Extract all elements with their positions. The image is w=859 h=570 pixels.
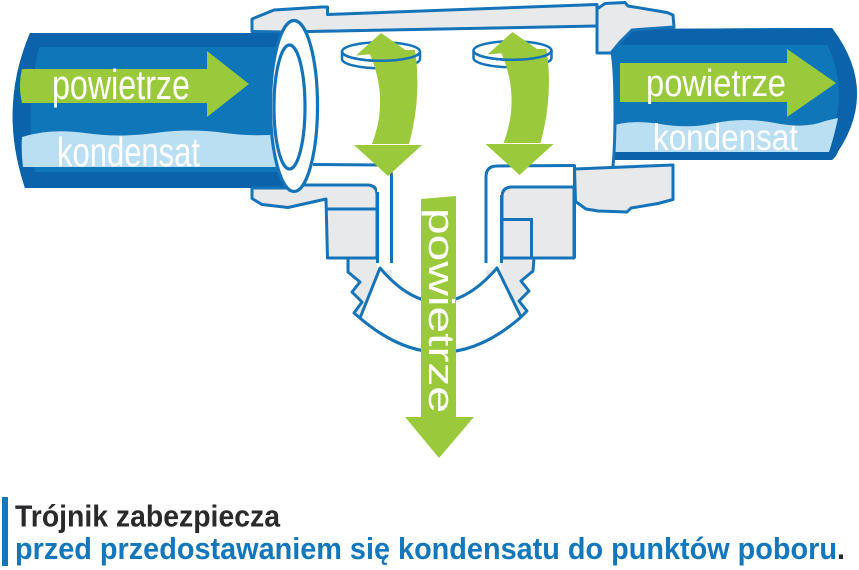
svg-text:powietrze: powietrze <box>646 63 786 105</box>
svg-text:powietrze: powietrze <box>421 208 462 413</box>
svg-text:kondensat: kondensat <box>57 129 200 175</box>
svg-text:powietrze: powietrze <box>52 61 190 108</box>
svg-text:Trójnik zabezpiecza: Trójnik zabezpiecza <box>15 499 281 534</box>
svg-text:przed przedostawaniem się kond: przed przedostawaniem się kondensatu do … <box>15 531 845 566</box>
svg-text:kondensat: kondensat <box>653 117 799 158</box>
